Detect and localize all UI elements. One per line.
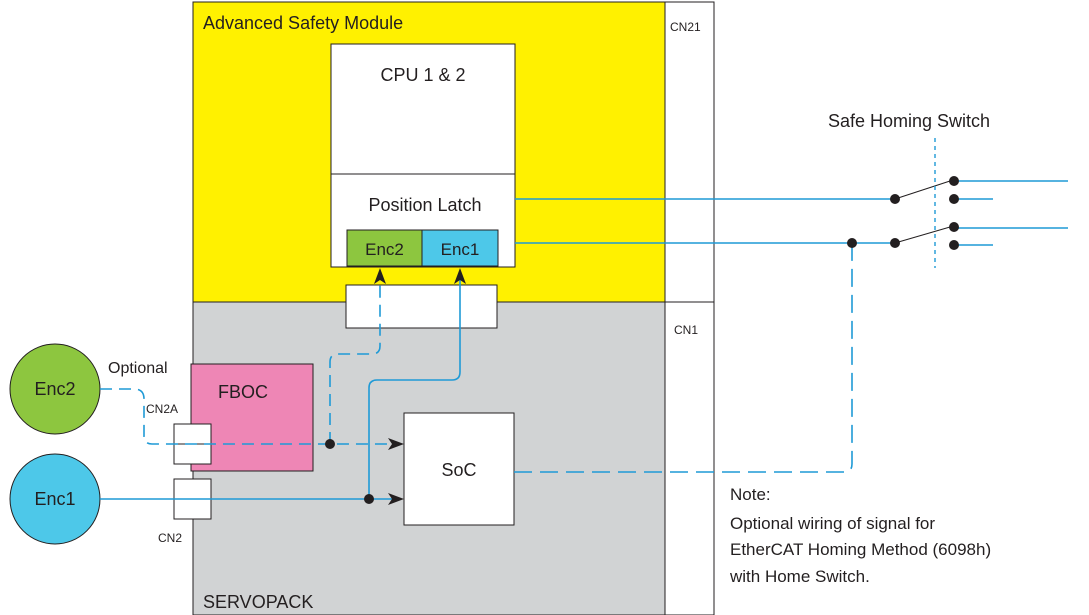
servopack-label: SERVOPACK [203, 592, 313, 612]
arrow-to-latch-enc2 [374, 268, 386, 284]
fboc-label: FBOC [218, 382, 268, 402]
cpu-label: CPU 1 & 2 [380, 65, 465, 85]
cn2-label: CN2 [158, 531, 182, 545]
cpu-block [330, 43, 516, 175]
enc2-to-latch-wire [329, 280, 381, 444]
note-line-1: Optional wiring of signal for [730, 514, 935, 533]
note-line-2: EtherCAT Homing Method (6098h) [730, 540, 991, 559]
soc-label: SoC [441, 460, 476, 480]
cn21-label: CN21 [670, 20, 701, 34]
soc-to-homing-switch-wire [514, 244, 853, 473]
note-line-3: with Home Switch. [729, 567, 870, 586]
encoder-1-label: Enc1 [34, 489, 75, 509]
cn21-connector-column [664, 1, 715, 303]
cn1-label: CN1 [674, 323, 698, 337]
soc-block [403, 412, 515, 526]
module-interface-connector [345, 284, 498, 329]
note-title: Note: [730, 485, 771, 504]
encoder-2-label: Enc2 [34, 379, 75, 399]
homing-switch-label: Safe Homing Switch [828, 111, 990, 131]
optional-label: Optional [108, 360, 168, 377]
arrow-to-latch-enc1 [454, 268, 466, 284]
position-latch-label: Position Latch [368, 195, 481, 215]
fboc-block [190, 363, 314, 472]
latch-enc2-box [346, 229, 423, 267]
cn1-connector-column [664, 301, 715, 615]
cn2a-label: CN2A [146, 402, 178, 416]
module-title: Advanced Safety Module [203, 13, 403, 33]
latch-enc2-label: Enc2 [365, 240, 404, 259]
latch-enc1-box [421, 229, 499, 267]
latch-enc1-label: Enc1 [441, 240, 480, 259]
enc1-to-latch-wire [368, 280, 461, 499]
enc2-to-soc-wire [100, 388, 393, 445]
arrow-enc1-into-soc [388, 493, 404, 505]
arrow-enc2-into-soc [388, 438, 404, 450]
